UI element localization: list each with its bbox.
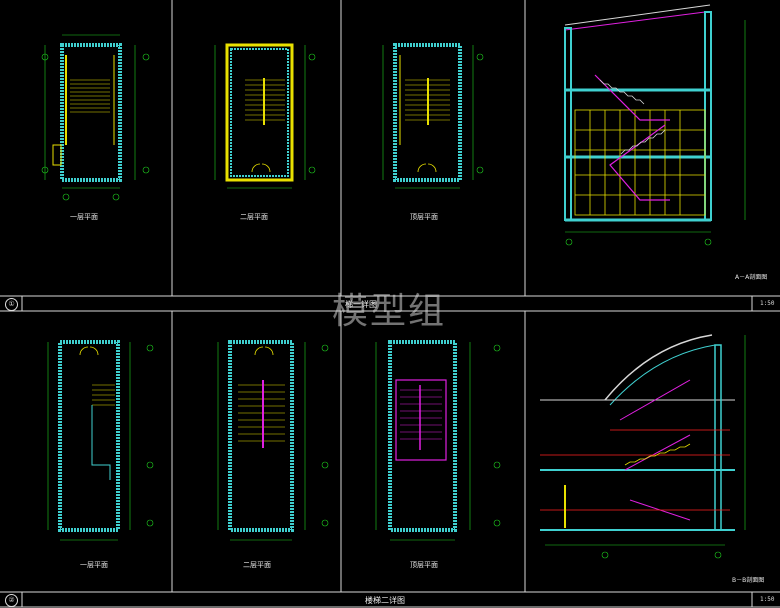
plan-title-top-1: 一层平面 [70, 213, 98, 221]
plan-bottom-1 [47, 340, 154, 541]
sheet-title-top: 梯一详图 [345, 300, 377, 309]
plan-bottom-3 [375, 340, 501, 541]
sheet-number-top: ① [5, 298, 18, 311]
plan-title-top-3: 顶层平面 [410, 213, 438, 221]
plan-bottom-2 [217, 340, 329, 541]
sheet-number-bottom: ② [5, 594, 18, 607]
section-title-a-a: A－A剖面图 [735, 274, 768, 281]
plan-top-1 [41, 34, 150, 201]
section-a-a [564, 4, 746, 246]
section-b-b [540, 334, 746, 559]
plan-title-bottom-1: 一层平面 [80, 561, 108, 569]
plan-top-2 [214, 43, 316, 189]
sheet-title-bottom: 楼梯二详图 [365, 596, 405, 605]
plan-title-bottom-2: 二层平面 [243, 561, 271, 569]
plan-top-3 [382, 43, 484, 189]
section-title-b-b: B－B剖面图 [732, 577, 765, 584]
watermark: 模型组 [332, 291, 447, 332]
scale-top: 1:50 [760, 300, 775, 307]
plan-title-top-2: 二层平面 [240, 213, 268, 221]
plan-title-bottom-3: 顶层平面 [410, 561, 438, 569]
scale-bottom: 1:50 [760, 596, 775, 603]
